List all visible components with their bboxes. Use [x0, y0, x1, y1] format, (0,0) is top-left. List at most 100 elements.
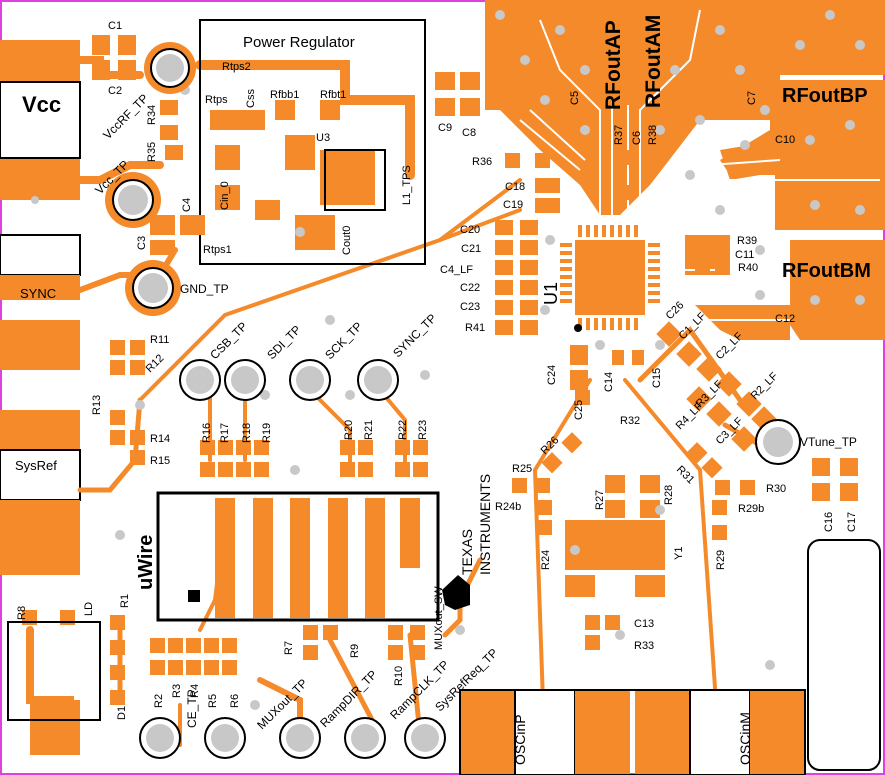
ref-c22: C22 — [460, 282, 480, 294]
tp-label-vtune: VTune_TP — [800, 435, 857, 449]
ti-logo — [442, 575, 470, 610]
ref-r13: R13 — [91, 395, 103, 415]
ref-r20: R20 — [343, 420, 355, 440]
ref-r5: R5 — [207, 694, 219, 708]
tp-label-vccrf: VccRF_TP — [100, 91, 151, 142]
ref-r8: R9 — [349, 644, 361, 658]
ref-r26: R26 — [539, 434, 562, 457]
tp-label-sdi: SDI_TP — [264, 323, 304, 363]
muxout-switch-outline — [7, 621, 101, 721]
test-point-rampclk — [404, 717, 446, 759]
test-point-gnd — [125, 260, 181, 316]
ref-c13: C13 — [634, 618, 654, 630]
ref-r3: R3 — [171, 684, 183, 698]
ref-c19: C19 — [503, 199, 523, 211]
test-point-muxout — [279, 717, 321, 759]
logo-instruments: INSTRUMENTS — [477, 474, 493, 575]
ref-r9: R10 — [393, 666, 405, 686]
ref-r15: R15 — [150, 455, 170, 467]
label-rfoutbp: RFoutBP — [782, 85, 868, 107]
ref-r24b: R24b — [495, 501, 521, 513]
test-point-vtune — [755, 419, 801, 465]
ref-r10: MUXout_SW — [433, 586, 445, 650]
ref-c2: C1 — [108, 20, 122, 32]
ref-c21: C21 — [461, 243, 481, 255]
ref-r36: R36 — [472, 156, 492, 168]
ref-r31: R31 — [674, 464, 697, 487]
ref-c7: C7 — [746, 91, 758, 105]
ref-c24: C24 — [546, 365, 558, 385]
tp-label-sck: SCK_TP — [322, 319, 365, 362]
ref-u1: U1 — [541, 282, 561, 305]
ref-rfbt1: Rfbt1 — [320, 89, 346, 101]
ref-c15: C15 — [651, 368, 663, 388]
test-point-rampdir — [344, 717, 386, 759]
tp-label-sync: SYNC_TP — [390, 311, 439, 360]
test-points — [105, 42, 801, 759]
ref-r33: R33 — [634, 640, 654, 652]
ref-c14: C14 — [603, 372, 615, 392]
ref-r6: R6 — [229, 694, 241, 708]
mounting-outline — [807, 539, 881, 771]
test-point-sync — [357, 359, 399, 401]
tp-label-ce: CE_TP — [185, 689, 199, 728]
ref-u3: U3 — [316, 132, 330, 144]
ref-rfbb1: Rfbb1 — [270, 89, 299, 101]
sysref-connector — [0, 410, 81, 575]
ref-c16: C16 — [823, 512, 835, 532]
test-point-sdi — [224, 359, 266, 401]
ref-cin0: Cin_0 — [219, 181, 231, 210]
ref-r17: R17 — [219, 423, 231, 443]
label-rfoutbm: RFoutBM — [782, 260, 871, 282]
sync-connector — [0, 234, 81, 370]
ref-r12: R12 — [144, 352, 167, 375]
ref-css: Css — [245, 89, 257, 108]
ref-r35: R35 — [146, 142, 158, 162]
test-point-sck — [289, 359, 331, 401]
ref-d1: D1 — [116, 706, 128, 720]
ref-r37: R37 — [613, 125, 625, 145]
label-sysref: SysRef — [15, 458, 57, 473]
ref-r30: R30 — [766, 483, 786, 495]
ref-r24: R24 — [540, 550, 552, 570]
label-uwire: uWire — [135, 535, 157, 590]
label-oscinm: OSCinM — [737, 712, 753, 765]
ref-r2: R2 — [153, 694, 165, 708]
vias — [31, 85, 775, 710]
ref-y1: Y1 — [673, 547, 685, 560]
ref-c25: C25 — [573, 400, 585, 420]
ref-rtps1: Rtps1 — [203, 244, 232, 256]
ref-c5: C5 — [569, 91, 581, 105]
ref-cout0: Cout0 — [341, 226, 353, 255]
label-oscinp: OSCinP — [512, 714, 528, 765]
ref-c18: C18 — [505, 181, 525, 193]
ref-r1: R1 — [119, 594, 131, 608]
ref-c23: C23 — [460, 301, 480, 313]
u1-chip — [560, 225, 660, 332]
ref-c11: C11 — [735, 249, 754, 261]
ref-r34: R34 — [146, 105, 158, 125]
regulator-parts — [210, 100, 386, 250]
ref-c1: C2 — [108, 85, 122, 97]
ref-rtps: Rtps — [205, 94, 228, 106]
test-point-csb — [179, 359, 221, 401]
ref-r18: R18 — [241, 423, 253, 443]
ref-r11: R11 — [150, 334, 169, 346]
test-point-ce2 — [204, 717, 246, 759]
label-sync: SYNC — [20, 286, 56, 301]
ref-c4: C4 — [181, 198, 193, 212]
pour-vias — [495, 10, 865, 305]
test-point-vcc — [105, 172, 161, 228]
ref-r16: R16 — [201, 423, 213, 443]
ref-r40: R40 — [738, 262, 758, 274]
ref-c20: C20 — [460, 224, 480, 236]
ref-r29b: R29b — [738, 503, 764, 515]
ref-r23: R23 — [417, 420, 429, 440]
ref-c6: C6 — [631, 131, 643, 145]
ref-c12: C12 — [775, 313, 795, 325]
ref-r8-left: R8 — [16, 606, 28, 620]
logo-texas: TEXAS — [459, 529, 475, 575]
uwire-connector — [156, 491, 440, 622]
